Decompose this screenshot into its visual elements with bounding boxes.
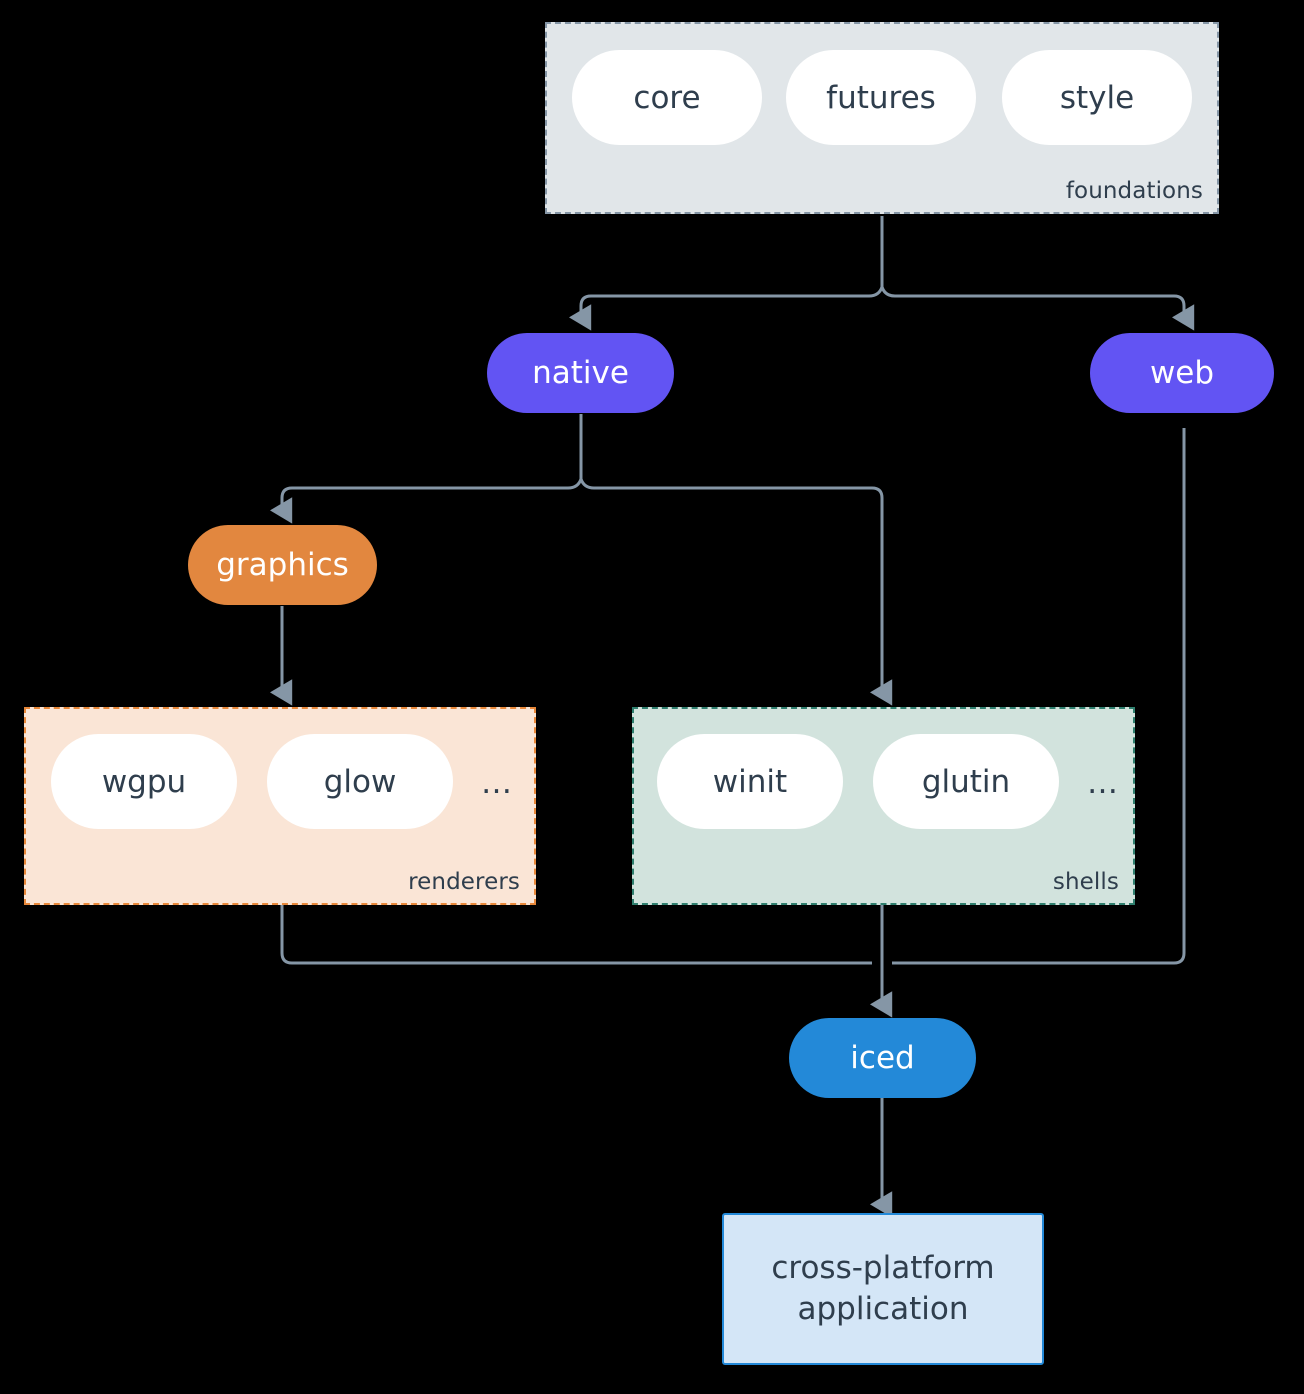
pill-glutin[interactable]: glutin <box>873 734 1059 829</box>
edge-foundations-to-native <box>569 286 884 331</box>
edge-renderers-to-iced <box>280 905 872 965</box>
pill-style-label: style <box>1059 79 1135 116</box>
shells-ellipsis: … <box>1087 765 1118 801</box>
pill-wgpu-label: wgpu <box>101 763 187 800</box>
renderers-ellipsis: … <box>481 765 512 801</box>
node-native-label: native <box>532 355 629 391</box>
cluster-foundations-label: foundations <box>1065 178 1203 204</box>
edge-native-to-shells <box>579 478 893 706</box>
pill-glow-label: glow <box>323 763 397 800</box>
node-web[interactable]: web <box>1090 333 1274 413</box>
cluster-renderers-label: renderers <box>408 869 520 895</box>
pill-glow[interactable]: glow <box>267 734 453 829</box>
pill-core-label: core <box>633 79 701 116</box>
application-line-1: cross-platform <box>771 1249 995 1286</box>
pill-wgpu[interactable]: wgpu <box>51 734 237 829</box>
cluster-shells-label: shells <box>1052 869 1119 895</box>
pill-futures-label: futures <box>826 79 936 116</box>
edge-foundations-to-web <box>880 286 1195 331</box>
pill-glutin-label: glutin <box>921 763 1011 800</box>
application-line-2: application <box>797 1291 969 1327</box>
edge-native-to-graphics <box>270 478 583 524</box>
node-cross-platform-application[interactable]: cross-platform application <box>722 1213 1044 1365</box>
pill-futures[interactable]: futures <box>786 50 976 145</box>
pill-winit[interactable]: winit <box>657 734 843 829</box>
pill-winit-label: winit <box>712 763 788 800</box>
pill-style[interactable]: style <box>1002 50 1192 145</box>
node-web-label: web <box>1149 355 1215 391</box>
pill-core[interactable]: core <box>572 50 762 145</box>
node-native[interactable]: native <box>487 333 674 413</box>
node-graphics-label: graphics <box>216 547 349 583</box>
node-graphics[interactable]: graphics <box>188 525 377 605</box>
node-iced-label: iced <box>850 1040 915 1076</box>
node-iced[interactable]: iced <box>789 1018 976 1098</box>
